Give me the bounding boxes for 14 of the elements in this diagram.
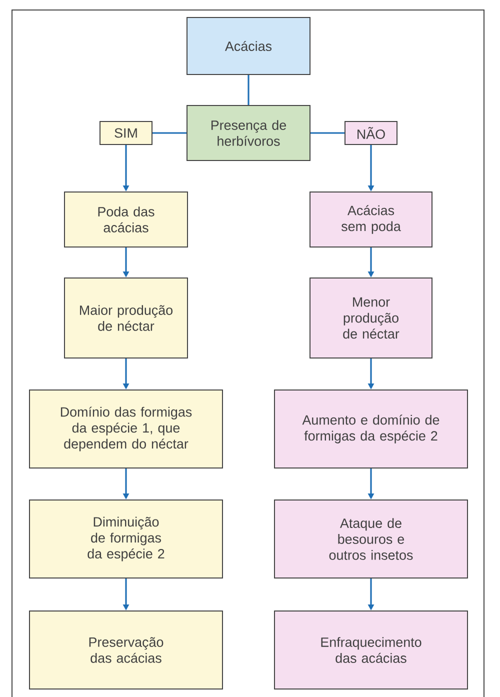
process-box: Diminuição de formigas da espécie 2: [29, 500, 223, 578]
process-box: Domínio das formigas da espécie 1, que dependem do néctar: [29, 390, 223, 468]
answer-box: SIM: [100, 121, 152, 145]
process-box: Acácias: [186, 17, 310, 75]
process-box: Poda das acácias: [64, 192, 188, 248]
process-box: Enfraquecimento das acácias: [274, 610, 468, 690]
process-box: Ataque de besouros e outros insetos: [274, 500, 468, 578]
process-box: Aumento e domínio de formigas da espécie 2: [274, 390, 468, 468]
process-box: Acácias sem poda: [310, 192, 432, 248]
answer-box: NÃO: [344, 121, 398, 145]
decision-box: Presença de herbívoros: [186, 105, 310, 161]
process-box: Preservação das acácias: [29, 610, 223, 690]
process-box: Maior produção de néctar: [64, 278, 188, 358]
process-box: Menor produção de néctar: [310, 278, 432, 358]
